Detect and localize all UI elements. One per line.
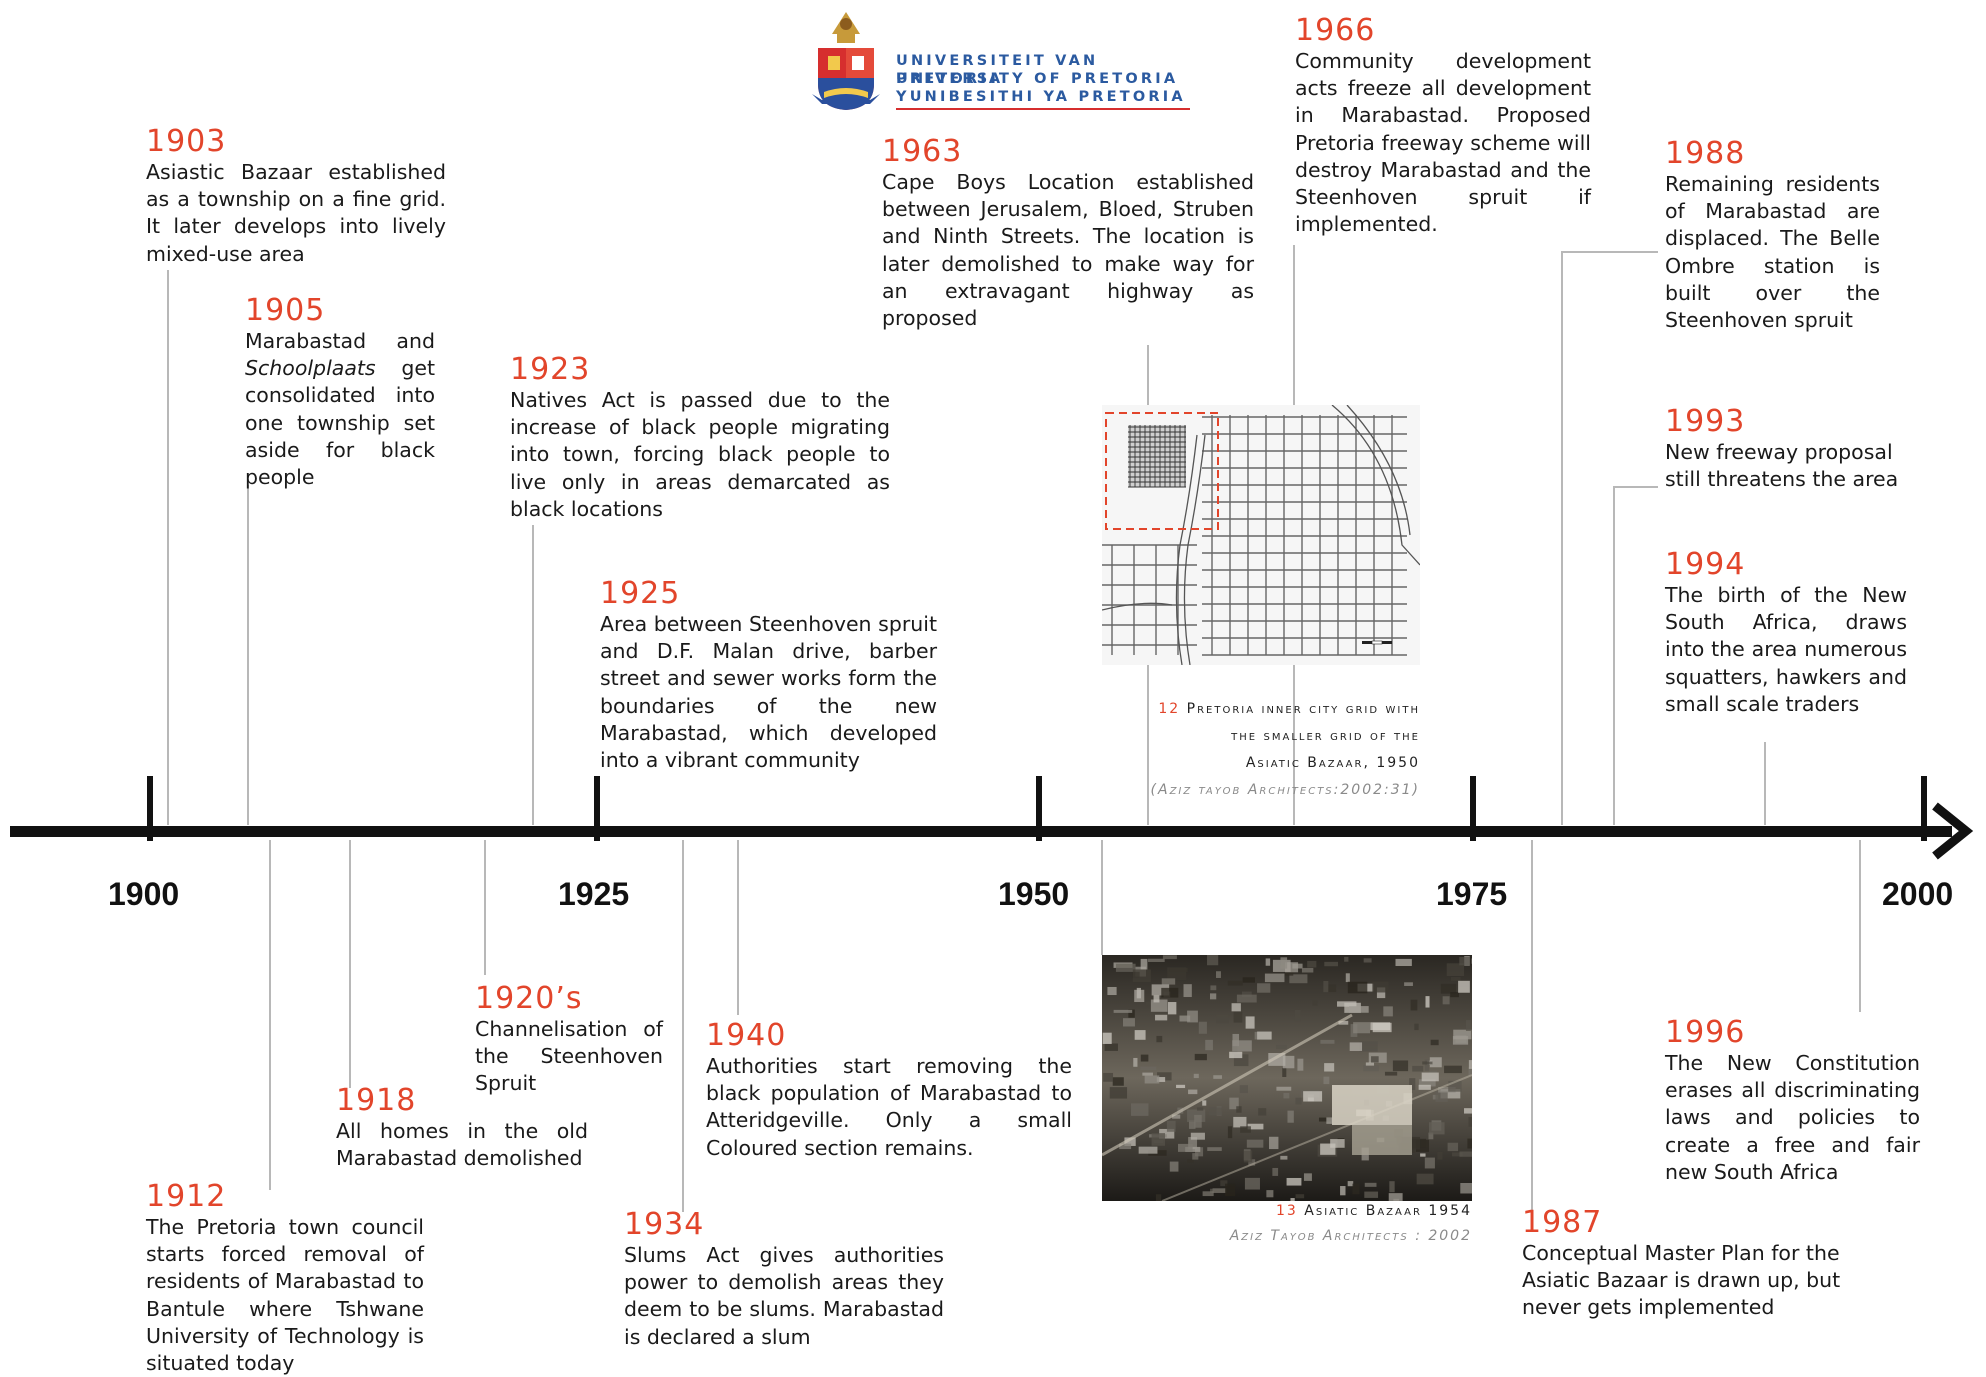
tick-1925: [594, 776, 600, 841]
event-text: Remaining residents of Marabastad are di…: [1665, 172, 1880, 333]
event-year: 1996: [1665, 1015, 1746, 1050]
event-year: 1923: [510, 352, 591, 387]
figure-12-source: (Aziz tayob Architects:2002:31): [1150, 782, 1420, 798]
axis-arrow-icon: [1932, 802, 1974, 860]
event-year: 1912: [146, 1179, 227, 1214]
axis-label-1950: 1950: [998, 876, 1070, 912]
caption-line: Asiatic Bazaar 1954: [1304, 1203, 1472, 1219]
scale-bar: [1362, 640, 1392, 645]
event-text: Area between Steenhoven spruit and D.F. …: [600, 612, 937, 773]
figure-12-caption: 12 Pretoria inner city grid with the sma…: [1020, 696, 1420, 777]
event-text: Marabastad and Schoolplaats get consolid…: [245, 329, 435, 490]
timeline-axis: [10, 776, 1974, 860]
highlight-box: [1105, 412, 1219, 530]
caption-line: Pretoria inner city grid with: [1186, 701, 1420, 717]
event-text: Natives Act is passed due to the increas…: [510, 388, 890, 521]
asiatic-bazaar-fine-grid: [1128, 425, 1186, 488]
caption-line: Asiatic Bazaar, 1950: [1245, 755, 1420, 771]
event-text: All homes in the old Marabastad demolish…: [336, 1119, 588, 1171]
university-name-line-2: UNIVERSITY OF PRETORIA: [896, 71, 1179, 87]
event-text: Channelisation of the Steenhoven Spruit: [475, 1017, 663, 1096]
tick-1950: [1036, 776, 1042, 841]
event-text: Asiastic Bazaar established as a townshi…: [146, 160, 446, 266]
event-text: Slums Act gives authorities power to dem…: [624, 1243, 944, 1349]
figure-number: 13: [1276, 1203, 1298, 1219]
event-year: 1918: [336, 1083, 417, 1118]
connector-lines: [167, 245, 1861, 1212]
figure-13-source: Aziz Tayob Architects : 2002: [1229, 1228, 1472, 1244]
university-underline: [896, 108, 1190, 110]
figure-number: 12: [1158, 701, 1181, 717]
event-year: 1905: [245, 293, 326, 328]
event-year: 1903: [146, 124, 227, 159]
event-text: Authorities start removing the black pop…: [706, 1054, 1072, 1160]
event-year: 1987: [1522, 1205, 1603, 1240]
aerial-photo: [1102, 955, 1472, 1201]
axis-label-1925: 1925: [558, 876, 630, 912]
event-year: 1920’s: [475, 981, 583, 1016]
university-logo: UNIVERSITEIT VAN PRETORIA UNIVERSITY OF …: [810, 8, 1190, 112]
event-text: The Pretoria town council starts forced …: [146, 1215, 424, 1376]
university-name-line-3: YUNIBESITHI YA PRETORIA: [896, 89, 1186, 105]
city-grid-map: [1102, 405, 1420, 665]
event-year: 1963: [882, 134, 963, 169]
event-text: New freeway proposal still threatens the…: [1665, 440, 1899, 492]
event-text: The birth of the New South Africa, draws…: [1665, 583, 1907, 716]
event-year: 1934: [624, 1207, 705, 1242]
event-year: 1925: [600, 576, 681, 611]
university-name-line-1: UNIVERSITEIT VAN PRETORIA: [896, 53, 1099, 87]
axis-line: [10, 826, 1952, 837]
tick-1900: [147, 776, 153, 841]
event-text: Cape Boys Location established between J…: [882, 170, 1254, 331]
event-year: 1966: [1295, 13, 1376, 48]
event-year: 1988: [1665, 136, 1746, 171]
event-year: 1993: [1665, 404, 1746, 439]
axis-label-1900: 1900: [108, 876, 180, 912]
tick-1975: [1470, 776, 1476, 841]
event-year: 1940: [706, 1018, 787, 1053]
event-text: Community development acts freeze all de…: [1295, 49, 1591, 237]
connector-1993: [1613, 486, 1658, 825]
event-text: Conceptual Master Plan for the Asiatic B…: [1522, 1241, 1841, 1320]
connector-1988: [1561, 251, 1658, 825]
axis-label-2000: 2000: [1882, 876, 1954, 912]
figure-13-caption: 13 Asiatic Bazaar 1954: [1102, 1203, 1472, 1219]
axis-label-1975: 1975: [1436, 876, 1508, 912]
event-text: The New Constitution erases all discrimi…: [1665, 1051, 1920, 1184]
event-year: 1994: [1665, 547, 1746, 582]
caption-line: the smaller grid of the: [1231, 728, 1420, 744]
university-crest-icon: [812, 12, 880, 110]
tick-2000: [1921, 776, 1927, 841]
